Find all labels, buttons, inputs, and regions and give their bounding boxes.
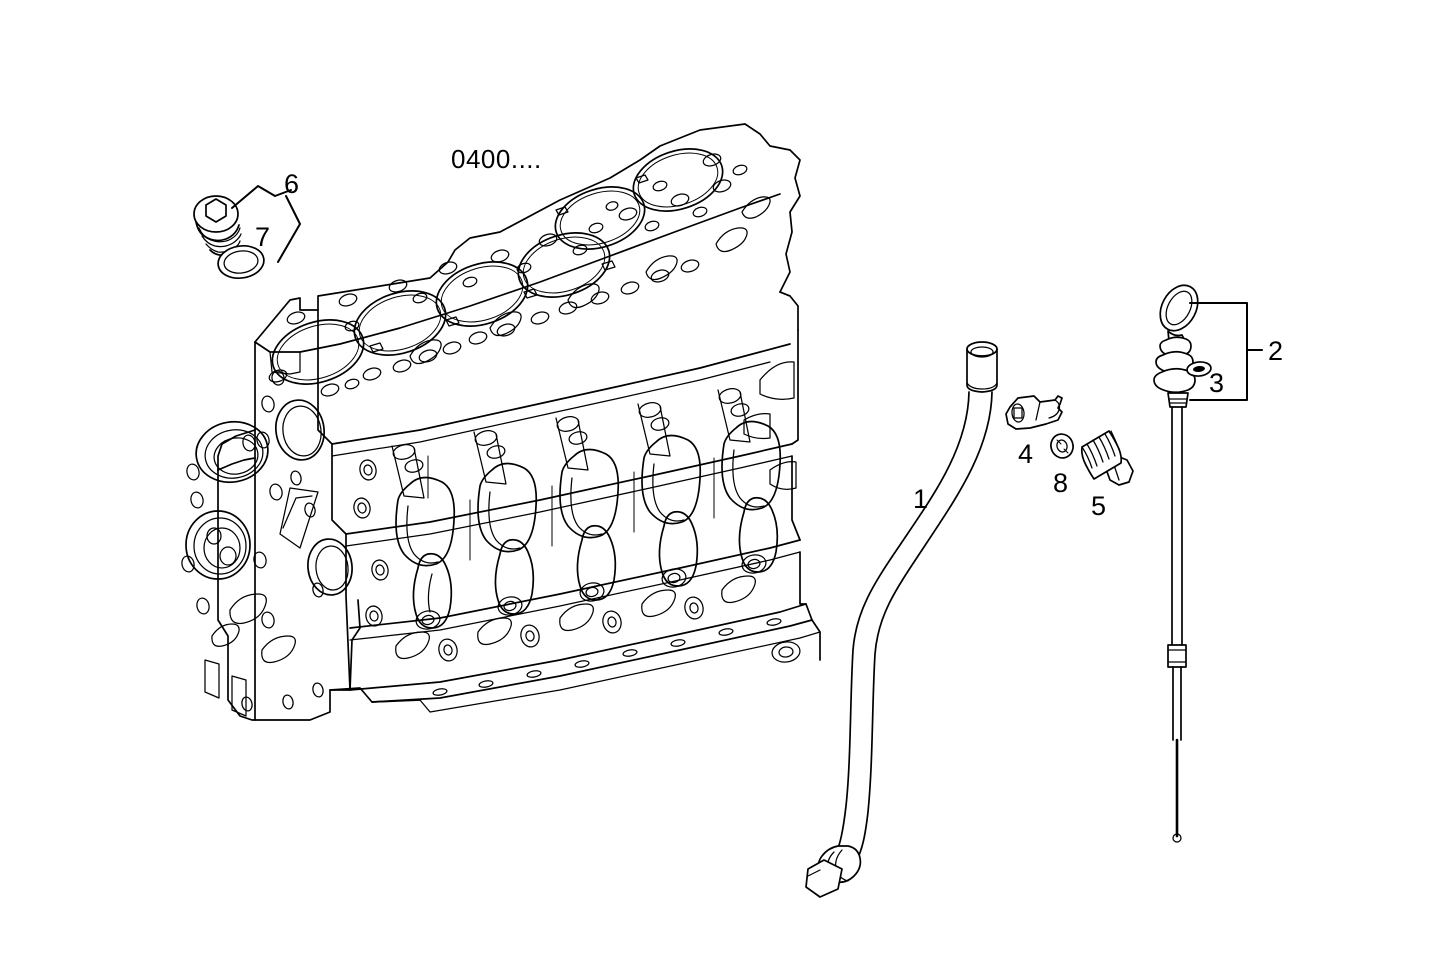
block-rib-lines bbox=[427, 455, 715, 561]
screw-plug bbox=[193, 195, 242, 256]
callout-7: 7 bbox=[255, 222, 271, 252]
cylinder-bores bbox=[271, 148, 724, 385]
callout-bracket-2 bbox=[1189, 302, 1263, 401]
callout-3: 3 bbox=[1209, 368, 1225, 398]
side-face-small-bores bbox=[353, 459, 389, 627]
washer bbox=[1050, 433, 1074, 459]
block-rear-face bbox=[743, 291, 821, 663]
callout-leader-6-7 bbox=[231, 185, 301, 263]
callout-6: 6 bbox=[284, 169, 300, 199]
block-front-face bbox=[181, 370, 353, 721]
tube-bracket bbox=[1005, 395, 1063, 430]
deck-coolant-ports bbox=[369, 174, 649, 353]
main-bearing-webs bbox=[412, 496, 779, 630]
plug-seal-ring bbox=[217, 244, 265, 280]
callout-8: 8 bbox=[1053, 468, 1069, 498]
block-side-face bbox=[317, 309, 821, 713]
cylinder-block bbox=[181, 123, 821, 721]
block-ribs-upper bbox=[391, 389, 751, 499]
deck-bolt-bosses bbox=[286, 153, 748, 332]
dipstick-guide-tube bbox=[805, 341, 998, 898]
callout-2: 2 bbox=[1268, 336, 1284, 366]
deck-pockets bbox=[409, 196, 771, 365]
callout-1: 1 bbox=[913, 484, 929, 514]
deck-bolt-holes bbox=[268, 259, 700, 397]
block-side-windows bbox=[395, 420, 782, 567]
group-label: 0400.... bbox=[451, 144, 542, 174]
lower-skirt-bosses bbox=[395, 575, 756, 662]
dipstick-seal-ring bbox=[1186, 361, 1212, 377]
callout-5: 5 bbox=[1091, 491, 1107, 521]
pan-rail-bolt-holes bbox=[432, 618, 782, 696]
callout-4: 4 bbox=[1018, 439, 1034, 469]
dipstick bbox=[1153, 284, 1199, 843]
hex-bolt bbox=[1080, 430, 1134, 486]
tappet-bores bbox=[392, 388, 750, 473]
